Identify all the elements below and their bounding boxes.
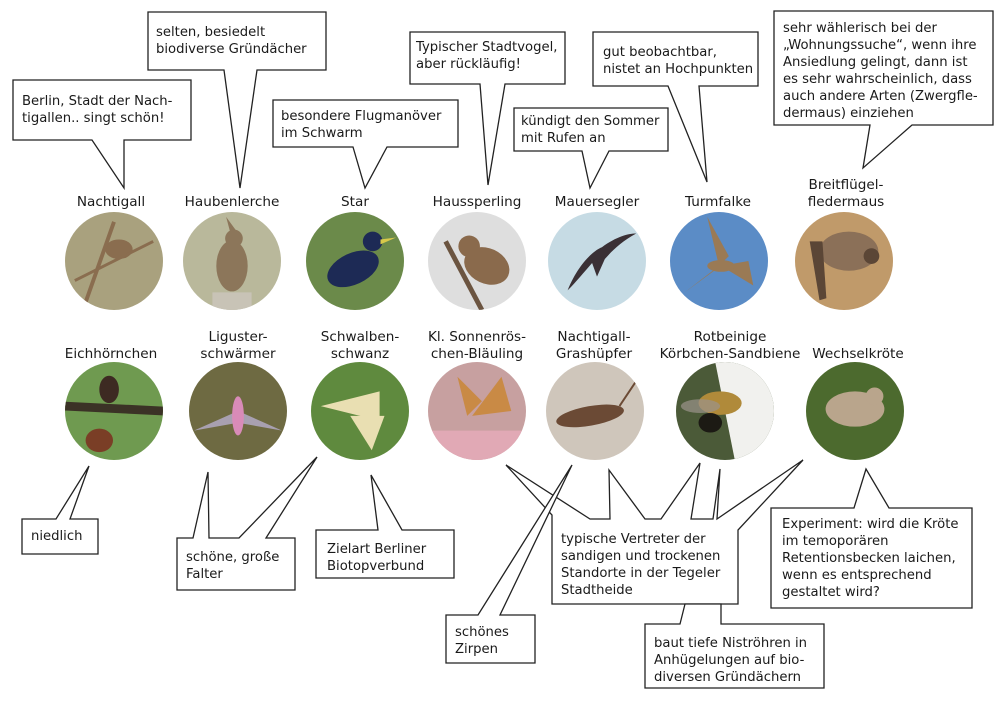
callout-shape-nachtigall [12,79,192,191]
callout-mauersegler: kündigt den Sommer mit Rufen an [521,114,660,146]
species-label-sonnenroeschen-blaeuling: Kl. Sonnenrös- chen-Bläuling [427,329,527,362]
swallowtail-icon [311,362,409,460]
callout-haubenlerche: selten, besiedelt biodiverse Gründächer [156,25,307,57]
callout-shape-haussperling [409,31,566,186]
swift-icon [548,212,646,310]
species-label-haussperling: Haussperling [432,194,522,210]
callout-shape-eichhoernchen [21,465,99,555]
species-label-wechselkroete: Wechselkröte [812,346,904,362]
callout-nachtigall: Berlin, Stadt der Nach- tigallen.. singt… [22,94,173,126]
callout-shape-fledermaus [773,10,994,170]
crested-lark-icon [183,212,281,310]
species-label-nachtigall: Nachtigall [76,194,146,210]
species-label-koerbchen-sandbiene: Rotbeinige Körbchen-Sandbiene [659,329,801,362]
callout-fledermaus: sehr wählerisch bei der „Wohnungssuche“,… [783,21,978,121]
blue-butterfly-icon [428,362,526,460]
species-label-haubenlerche: Haubenlerche [184,194,280,210]
callout-shape-turmfalke [592,31,759,183]
squirrel-icon [65,362,163,460]
callout-shape-sandbiene [644,603,825,689]
species-label-star: Star [341,194,369,210]
species-label-schwalbenschwanz: Schwalben- schwanz [320,329,400,362]
callout-falter: schöne, große Falter [186,550,280,582]
callout-star: besondere Flugmanöver im Schwarm [281,109,442,141]
callout-stadtheide: typische Vertreter der sandigen und troc… [561,532,721,598]
toad-icon [806,362,904,460]
bat-icon [795,212,893,310]
kestrel-icon [670,212,768,310]
callout-schwalbenschwanz: Zielart Berliner Biotopverbund [327,542,427,574]
sand-bee-icon [676,362,774,460]
starling-icon [306,212,404,310]
callout-turmfalke: gut beobachtbar, nistet an Hochpunkten [603,45,754,77]
callout-kroete: Experiment: wird die Kröte im temoporäre… [782,517,959,600]
species-label-eichhoernchen: Eichhörnchen [64,346,158,362]
species-label-ligusterschwaermer: Liguster- schwärmer [200,329,276,362]
species-label-turmfalke: Turmfalke [684,194,752,210]
house-sparrow-icon [428,212,526,310]
species-label-nachtigall-grashuepfer: Nachtigall- Grashüpfer [555,329,633,362]
privet-hawk-moth-icon [189,362,287,460]
species-label-mauersegler: Mauersegler [554,194,640,210]
callout-shape-kroete [770,467,973,609]
callout-shape-falter [176,456,318,591]
callout-shape-mauersegler [513,107,669,190]
species-label-fledermaus: Breitflügel- fledermaus [807,177,885,210]
callout-eichhoernchen: niedlich [31,529,83,544]
callout-shape-schwalbenschwanz [315,474,455,579]
grasshopper-icon [546,362,644,460]
callout-shape-grashuepfer [445,464,573,664]
callout-grashuepfer: schönes Zirpen [455,625,509,657]
callout-shape-star [272,99,459,190]
nightingale-icon [65,212,163,310]
callout-shape-haubenlerche [147,11,327,189]
callout-sandbiene: baut tiefe Niströhren in Anhügelungen au… [654,636,808,685]
callout-haussperling: Typischer Stadtvogel, aber rückläufig! [416,40,558,72]
